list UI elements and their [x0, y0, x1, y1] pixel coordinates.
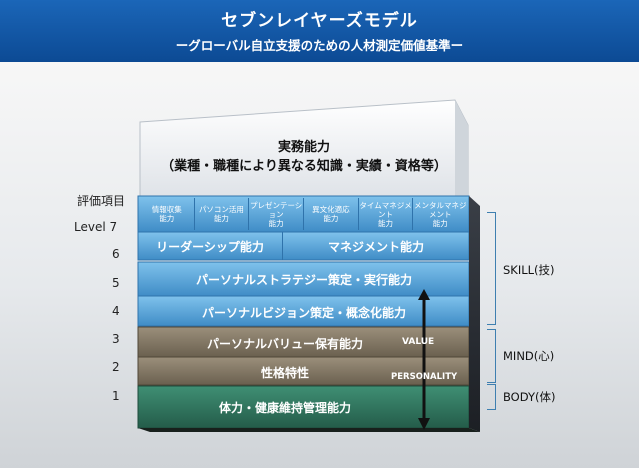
growth-arrow-up: [418, 289, 430, 300]
level-7-cell-line2: 能力: [213, 214, 229, 223]
level-7-cell-4: 異文化適応能力: [304, 198, 359, 230]
level-7-cell-line2: 能力: [323, 214, 339, 223]
level-label-2: 2: [112, 360, 120, 374]
body-bracket: [487, 384, 496, 410]
level-7-cell-3: プレゼンテーション能力: [249, 198, 304, 230]
level-7-cell-6: メンタルマネジメント能力: [414, 198, 468, 230]
stack-bottom-shadow: [138, 428, 480, 432]
level-1-label: 体力・健康維持管理能力: [218, 400, 351, 415]
axis-label: 評価項目: [77, 194, 126, 208]
page-title: セブンレイヤーズモデル: [221, 11, 418, 31]
layer-1-shape: [137, 385, 470, 429]
top-block-text: 実務能力 （業種・職種により異なる知識・実績・資格等）: [140, 138, 468, 176]
skill-label: SKILL(技): [503, 263, 555, 277]
top-block-line1: 実務能力: [277, 140, 330, 155]
value-tag: VALUE: [402, 337, 435, 347]
level-label-3: 3: [112, 332, 120, 346]
body-label: BODY(体): [503, 390, 556, 404]
personality-tag: PERSONALITY: [391, 372, 458, 382]
level-6-right: マネジメント能力: [327, 240, 424, 254]
layer-3-shape: [137, 326, 470, 358]
skill-bracket: [487, 212, 496, 325]
level-6-divider: [282, 232, 283, 260]
level-6-left: リーダーシップ能力: [156, 240, 264, 254]
level-7-cell-line2: 能力: [159, 214, 175, 223]
level-3-label: パーソナルバリュー保有能力: [206, 336, 363, 351]
level-7-cell-line1: プレゼンテーション: [249, 200, 303, 219]
layer-5-shape: [137, 261, 470, 297]
level-7-cell-line2: 能力: [432, 218, 448, 228]
level-4-label: パーソナルビジョン策定・概念化能力: [201, 305, 406, 320]
level-label-7: Level 7: [74, 220, 118, 234]
level-7-cell-line2: 能力: [378, 218, 394, 228]
level-label-6: 6: [112, 247, 120, 261]
stack-side: [469, 196, 480, 432]
mind-label: MIND(心): [503, 349, 555, 363]
level-5-label: パーソナルストラテジー策定・実行能力: [195, 272, 412, 287]
level-7-cell-line1: タイムマネジメント: [359, 200, 412, 219]
layer-4-shape: [137, 295, 470, 327]
page-subtitle: ーグローバル自立支援のための人材測定価値基準ー: [175, 38, 464, 53]
level-label-5: 5: [112, 276, 120, 290]
level-7-cell-line1: 異文化適応: [312, 205, 350, 214]
level-7-cell-line1: パソコン活用: [198, 205, 244, 214]
top-block-line2: （業種・職種により異なる知識・実績・資格等）: [161, 159, 447, 174]
mind-bracket: [487, 329, 496, 383]
level-label-4: 4: [112, 304, 120, 318]
growth-arrow-down: [418, 418, 430, 430]
level-7-cell-line2: 能力: [268, 218, 284, 228]
top-block-side: [455, 100, 468, 196]
level-7-cell-line1: 情報収集: [151, 205, 182, 214]
header-banner: セブンレイヤーズモデル ーグローバル自立支援のための人材測定価値基準ー: [0, 0, 639, 62]
level-7-cell-5: タイムマネジメント能力: [359, 198, 414, 230]
level-7-cell-line1: メンタルマネジメント: [414, 200, 467, 219]
level-label-1: 1: [112, 389, 120, 403]
level-7-cell-1: 情報収集能力: [140, 198, 195, 230]
level-7-cell-2: パソコン活用能力: [195, 198, 250, 230]
level-2-label: 性格特性: [260, 365, 309, 380]
